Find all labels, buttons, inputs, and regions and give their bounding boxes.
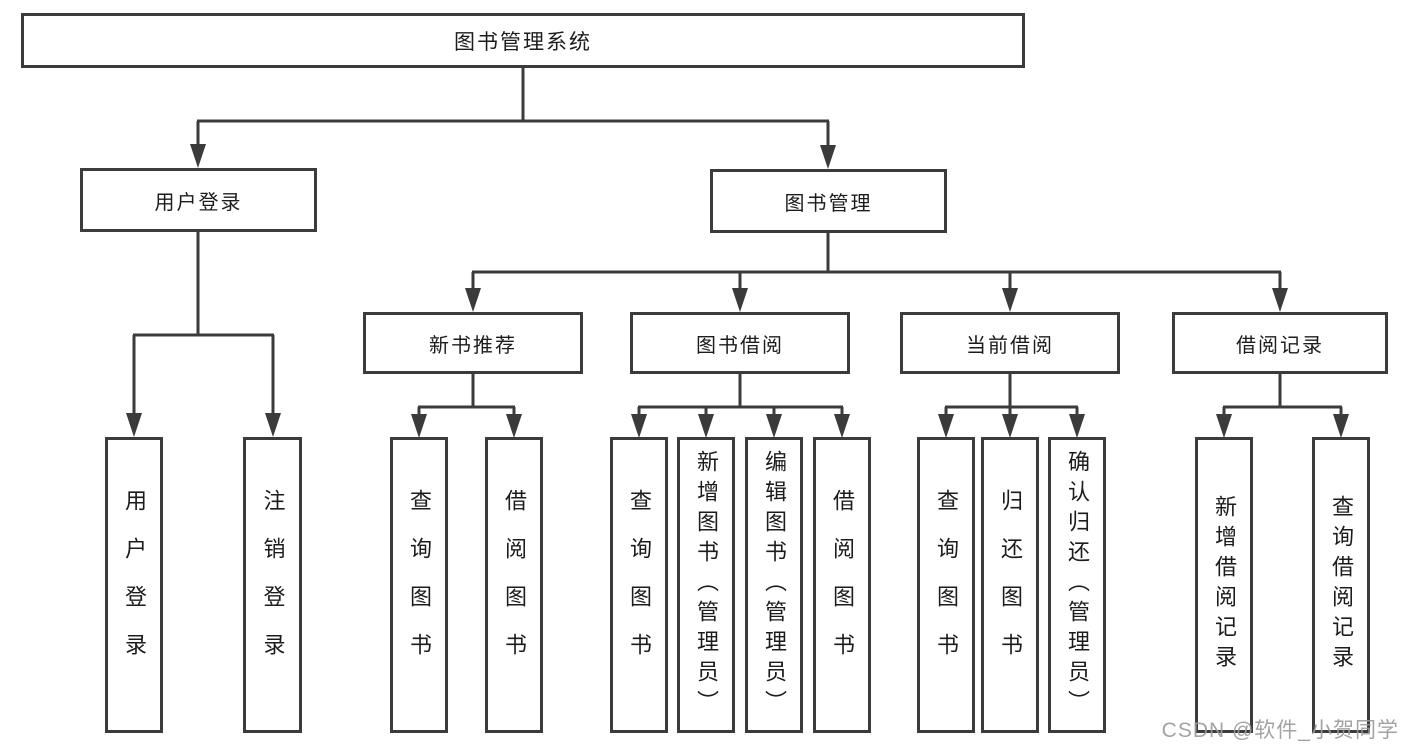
node-label: 用户登录: [154, 191, 243, 214]
leaf-logout: 注销登录: [243, 437, 302, 733]
node-book-management: 图书管理: [710, 169, 947, 233]
leaf-borrow-books-recommend: 借阅图书: [485, 437, 543, 733]
leaf-query-books-borrow: 查询图书: [610, 437, 668, 733]
leaf-label: 新增借阅记录: [1212, 495, 1237, 675]
leaf-borrow-books: 借阅图书: [813, 437, 871, 733]
leaf-add-borrow-record: 新增借阅记录: [1195, 437, 1253, 733]
leaf-label: 查询图书: [627, 489, 652, 681]
leaf-label: 注销登录: [260, 489, 286, 681]
node-label: 图书管理系统: [454, 30, 592, 54]
csdn-watermark: CSDN @软件_小贺同学: [1161, 719, 1399, 742]
node-label: 图书借阅: [696, 334, 784, 357]
leaf-confirm-return-admin: 确认归还（管理员）: [1048, 437, 1106, 733]
node-book-borrowing: 图书借阅: [630, 312, 850, 374]
leaf-user-login: 用户登录: [105, 437, 163, 733]
leaf-label: 归还图书: [998, 489, 1023, 681]
leaf-label: 编辑图书（管理员）: [762, 450, 787, 720]
node-label: 新书推荐: [429, 334, 517, 357]
node-library-management-system: 图书管理系统: [21, 13, 1025, 68]
leaf-query-books-recommend: 查询图书: [390, 437, 448, 733]
leaf-label: 确认归还（管理员）: [1065, 450, 1090, 720]
leaf-label: 查询图书: [407, 489, 432, 681]
leaf-label: 查询借阅记录: [1329, 495, 1354, 675]
leaf-query-books-current: 查询图书: [917, 437, 975, 733]
leaf-label: 借阅图书: [502, 489, 527, 681]
leaf-edit-books-admin: 编辑图书（管理员）: [745, 437, 803, 733]
leaf-label: 新增图书（管理员）: [694, 450, 719, 720]
node-user-login: 用户登录: [80, 168, 317, 232]
leaf-add-books-admin: 新增图书（管理员）: [677, 437, 735, 733]
node-label: 图书管理: [784, 192, 873, 215]
node-new-book-recommendation: 新书推荐: [363, 312, 583, 374]
node-label: 借阅记录: [1236, 334, 1324, 357]
node-borrowing-records: 借阅记录: [1172, 312, 1388, 374]
leaf-label: 借阅图书: [830, 489, 855, 681]
leaf-query-borrow-record: 查询借阅记录: [1312, 437, 1370, 733]
node-current-borrowing: 当前借阅: [900, 312, 1120, 374]
leaf-label: 查询图书: [934, 489, 959, 681]
leaf-label: 用户登录: [122, 489, 147, 681]
leaf-return-books: 归还图书: [981, 437, 1039, 733]
node-label: 当前借阅: [966, 334, 1054, 357]
